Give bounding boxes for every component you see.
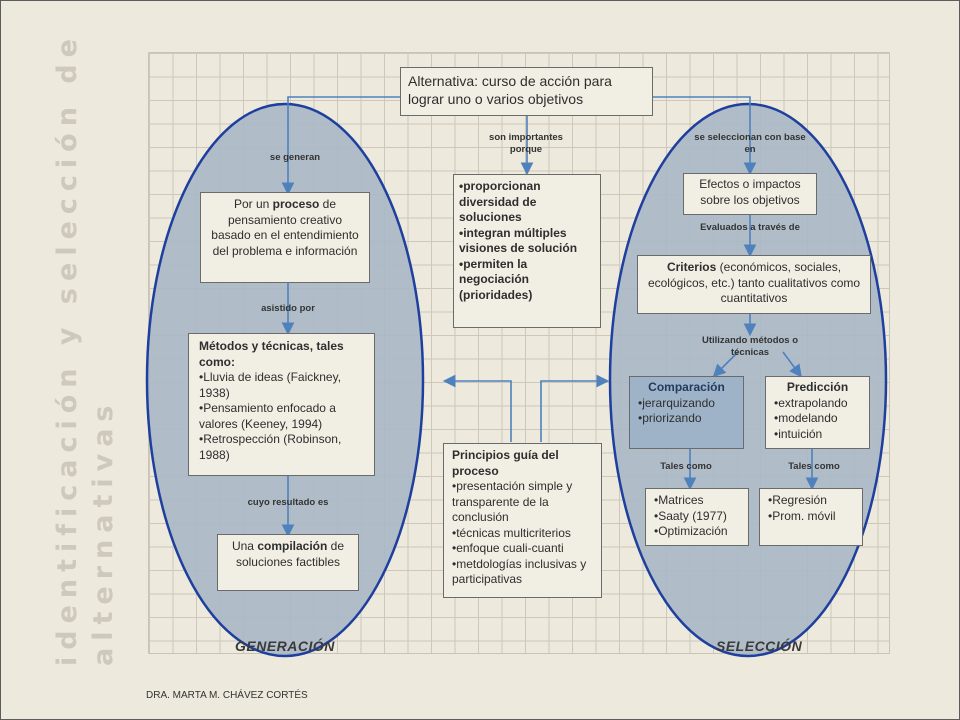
efectos-text-wrap: Efectos o impactos sobre los objetivos: [688, 177, 812, 208]
compilacion-post: de soluciones factibles: [235, 539, 345, 569]
prediccion-item-1: extrapolando: [774, 396, 861, 412]
metodos-box: Métodos y técnicas, tales como: Lluvia d…: [188, 333, 375, 476]
arrow-to-prediccion: [782, 351, 802, 378]
prediccion-list: extrapolando modelando intuición: [774, 396, 861, 443]
criterios-box: Criterios (económicos, sociales, ecológi…: [637, 255, 871, 314]
reason-item-1: proporcionan diversidad de soluciones: [459, 179, 595, 226]
efectos-box: Efectos o impactos sobre los objetivos: [683, 173, 817, 215]
comparacion-item-2: priorizando: [638, 411, 735, 427]
label-cuyo-resultado: cuyo resultado es: [247, 497, 329, 508]
comp-example-3: Optimización: [654, 524, 740, 540]
label-evaluados: Evaluados a través de: [700, 222, 800, 233]
prediccion-heading: Predicción: [786, 380, 849, 394]
reason-item-3: permiten la negociación (prioridades): [459, 257, 595, 304]
principios-list: presentación simple y transparente de la…: [452, 479, 593, 588]
pred-example-1: Regresión: [768, 493, 854, 509]
label-tales-como-1: Tales como: [660, 461, 712, 472]
proceso-post: de pensamiento creativo basado en el ent…: [211, 197, 359, 258]
footer-author: DRA. MARTA M. CHÁVEZ CORTÉS: [146, 690, 308, 701]
prediccion-item-3-text: intuición: [778, 426, 823, 441]
principios-item-4: metdologías inclusivas y participativas: [452, 557, 593, 588]
comp-example-2: Saaty (1977): [654, 509, 740, 525]
comparacion-examples-box: Matrices Saaty (1977) Optimización: [645, 488, 749, 546]
pred-example-2-text: Prom. móvil: [772, 508, 836, 523]
prediccion-item-1-text: extrapolando: [778, 395, 848, 410]
prediccion-item-2: modelando: [774, 411, 861, 427]
pred-example-1-text: Regresión: [772, 493, 827, 507]
prediccion-item-2-text: modelando: [778, 411, 838, 425]
label-son-importantes: son importantes porque: [489, 132, 563, 155]
principios-item-3-text: enfoque cuali-cuanti: [456, 541, 564, 555]
criterios-post: (económicos, sociales, ecológicos, etc.)…: [647, 260, 861, 305]
principios-item-3: enfoque cuali-cuanti: [452, 541, 593, 557]
generation-label: GENERACIÓN: [235, 638, 335, 654]
comparacion-item-1: jerarquizando: [638, 396, 735, 412]
reasons-box: proporcionan diversidad de soluciones in…: [453, 174, 601, 328]
comp-example-1: Matrices: [654, 493, 740, 509]
principios-item-4-text: metdologías inclusivas y participativas: [452, 556, 587, 587]
proceso-bold: proceso: [272, 197, 320, 211]
compilacion-pre: Una: [231, 539, 258, 553]
principios-item-1-text: presentación simple y transparente de la…: [452, 479, 573, 524]
comp-example-2-text: Saaty (1977): [658, 508, 727, 523]
comparacion-list: jerarquizando priorizando: [638, 396, 735, 427]
principios-box: Principios guía del proceso presentación…: [443, 443, 602, 598]
reason-item-2-text: integran múltiples visiones de solución: [459, 225, 578, 256]
metodos-list: Lluvia de ideas (Faickney, 1938) Pensami…: [199, 370, 364, 463]
principios-item-2-text: técnicas multicriterios: [456, 525, 571, 540]
compilacion-bold: compilación: [257, 539, 328, 553]
prediccion-examples-box: Regresión Prom. móvil: [759, 488, 863, 546]
arrow-top-to-proceso: [281, 96, 400, 196]
comp-example-1-text: Matrices: [658, 493, 704, 507]
selection-label: SELECCIÓN: [716, 638, 803, 654]
label-tales-como-2: Tales como: [788, 461, 840, 472]
label-se-seleccionan: se seleccionan con base en: [694, 132, 806, 155]
metodos-item-3-text: Retrospección (Robinson, 1988): [199, 432, 342, 462]
arrow-top-to-efectos: [653, 96, 757, 176]
arrow-principios-to-left: [442, 374, 512, 442]
prediccion-item-3: intuición: [774, 427, 861, 443]
metodos-item-1-text: Lluvia de ideas (Faickney, 1938): [199, 370, 342, 400]
comp-example-3-text: Optimización: [658, 524, 728, 538]
comparacion-item-1-text: jerarquizando: [642, 395, 715, 410]
efectos-text: Efectos o impactos sobre los objetivos: [699, 177, 801, 207]
proceso-box: Por un proceso de pensamiento creativo b…: [200, 192, 370, 283]
arrow-to-comparacion: [712, 351, 739, 378]
principios-item-2: técnicas multicriterios: [452, 526, 593, 542]
metodos-heading: Métodos y técnicas, tales como:: [199, 339, 344, 369]
prediccion-box: Predicción extrapolando modelando intuic…: [765, 376, 870, 449]
compilacion-box: Una compilación de soluciones factibles: [217, 534, 359, 591]
principios-heading: Principios guía del proceso: [452, 448, 559, 478]
proceso-pre: Por un: [233, 197, 273, 211]
criterios-bold: Criterios: [666, 260, 717, 274]
label-se-generan: se generan: [269, 152, 321, 163]
label-asistido-por: asistido por: [261, 303, 315, 314]
metodos-item-1: Lluvia de ideas (Faickney, 1938): [199, 370, 364, 401]
reason-item-1-text: proporcionan diversidad de soluciones: [459, 179, 541, 224]
alternativa-text: Alternativa: curso de acción para lograr…: [408, 73, 612, 107]
comparacion-examples-list: Matrices Saaty (1977) Optimización: [654, 493, 740, 540]
arrow-principios-to-right: [540, 374, 610, 442]
pred-example-2: Prom. móvil: [768, 509, 854, 525]
label-utilizando: Utilizando métodos o técnicas: [701, 335, 799, 358]
reasons-list: proporcionan diversidad de soluciones in…: [459, 179, 595, 303]
comparacion-heading: Comparación: [648, 380, 725, 394]
metodos-item-2: Pensamiento enfocado a valores (Keeney, …: [199, 401, 364, 432]
comparacion-item-2-text: priorizando: [642, 411, 702, 425]
alternativa-box: Alternativa: curso de acción para lograr…: [400, 67, 653, 116]
principios-item-1: presentación simple y transparente de la…: [452, 479, 593, 526]
comparacion-box: Comparación jerarquizando priorizando: [629, 376, 744, 449]
metodos-item-3: Retrospección (Robinson, 1988): [199, 432, 364, 463]
metodos-item-2-text: Pensamiento enfocado a valores (Keeney, …: [199, 401, 336, 431]
reason-item-2: integran múltiples visiones de solución: [459, 226, 595, 257]
reason-item-3-text: permiten la negociación (prioridades): [459, 256, 533, 302]
prediccion-examples-list: Regresión Prom. móvil: [768, 493, 854, 524]
